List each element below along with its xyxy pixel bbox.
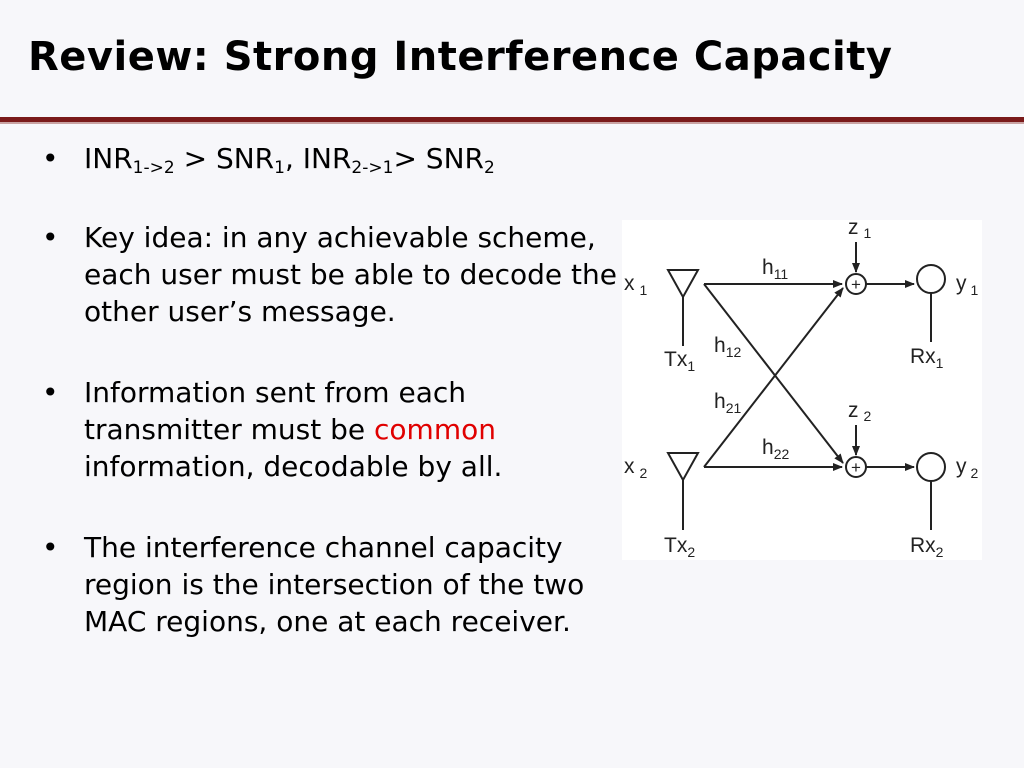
svg-text:+: + <box>851 458 861 477</box>
bullet-condition: • INR1->2 > SNR1, INR2->1> SNR2 <box>40 140 620 177</box>
label-h22: h22 <box>762 436 789 462</box>
adder-1-icon: + <box>845 273 867 295</box>
label-rx1: Rx1 <box>910 345 944 371</box>
link-h21 <box>703 287 844 468</box>
capacity-region-text: The interference channel capacity region… <box>84 531 585 638</box>
highlight-common: common <box>374 413 496 446</box>
slide-title: Review: Strong Interference Capacity <box>28 34 893 80</box>
label-tx2: Tx2 <box>664 534 695 560</box>
label-h21: h21 <box>714 390 741 416</box>
title-divider-shadow <box>0 122 1024 124</box>
title-bar: Review: Strong Interference Capacity <box>0 0 1024 116</box>
title-divider <box>0 117 1024 122</box>
common-info-text: Information sent from each transmitter m… <box>84 376 503 483</box>
key-idea-text: Key idea: in any achievable scheme, each… <box>84 221 618 328</box>
bullet-list: • INR1->2 > SNR1, INR2->1> SNR2 • Key id… <box>40 140 620 640</box>
bullet-dot: • <box>42 531 59 564</box>
label-rx2: Rx2 <box>910 534 944 560</box>
bullet-dot: • <box>42 376 59 409</box>
adder-2-icon: + <box>845 456 867 478</box>
link-h12 <box>703 283 844 464</box>
rx1-icon <box>916 264 946 342</box>
label-h12: h12 <box>714 334 741 360</box>
label-h11: h11 <box>762 256 788 282</box>
tx1-antenna-icon <box>666 269 700 346</box>
bullet-capacity-region: • The interference channel capacity regi… <box>40 529 620 640</box>
bullet-key-idea: • Key idea: in any achievable scheme, ea… <box>40 219 620 330</box>
svg-text:+: + <box>851 275 861 294</box>
condition-text: INR1->2 > SNR1, INR2->1> SNR2 <box>84 142 495 178</box>
bullet-dot: • <box>42 142 59 175</box>
tx2-antenna-icon <box>666 452 700 530</box>
label-tx1: Tx1 <box>664 348 695 374</box>
rx2-icon <box>916 452 946 530</box>
bullet-dot: • <box>42 221 59 254</box>
bullet-common-information: • Information sent from each transmitter… <box>40 374 620 485</box>
